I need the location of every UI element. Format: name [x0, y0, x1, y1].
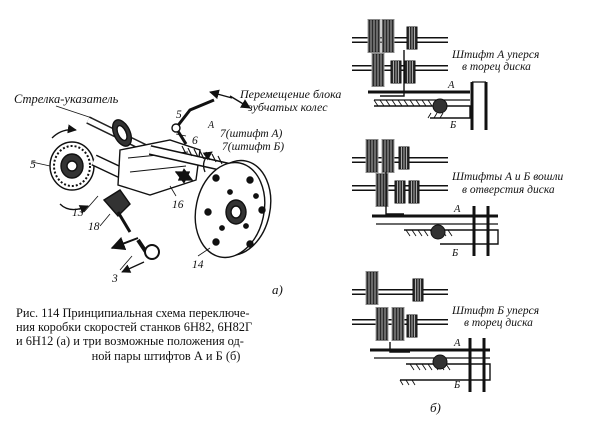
right-panel-2 [352, 139, 499, 256]
panel-2-note-1: Штифты А и Б вошли [451, 171, 563, 183]
panel-2-note-2: в отверстия диска [462, 184, 555, 196]
rack-shaft [148, 145, 232, 173]
num-18: 18 [88, 221, 100, 233]
num-6: 6 [192, 135, 198, 147]
figure-caption: Рис. 114 Принципиальная схема переключе-… [16, 306, 316, 363]
panel-3-note-1: Штифт Б уперся [451, 305, 539, 317]
num-16: 16 [172, 199, 184, 211]
right-panel-1 [352, 19, 488, 130]
panel-1-note-2: в торец диска [462, 61, 531, 73]
pin-b-label: 7(штифт Б) [222, 141, 284, 153]
gearbox-mechanism [31, 89, 272, 273]
panel-1-note-1: Штифт А уперся [451, 49, 539, 61]
pin-disk [194, 159, 272, 259]
num-3: 3 [111, 273, 118, 285]
panel-b-label: б) [430, 400, 441, 415]
num-5-top: 5 [176, 109, 182, 121]
bevel-gear [111, 119, 133, 147]
block-move-label-2: зубчатых колес [247, 100, 328, 114]
num-14: 14 [192, 259, 204, 271]
caption-line-1: Рис. 114 Принципиальная схема переключе- [16, 306, 250, 320]
num-5-left: 5 [30, 159, 36, 171]
panel-1-label-a: А [447, 80, 455, 91]
caption-line-3: и 6Н12 (а) и три возможные положения од- [16, 334, 244, 349]
letter-a-main: А [207, 120, 215, 131]
panel-1-label-b: Б [449, 120, 456, 131]
panel-3-note-2: в торец диска [464, 317, 533, 329]
num-13: 13 [72, 207, 84, 219]
panel-3-label-b: Б [453, 380, 460, 391]
selector-dial [49, 141, 131, 191]
pin-a-label: 7(штифт А) [220, 128, 283, 140]
panel-a-label: а) [272, 282, 283, 297]
pointer-arrow-label: Стрелка-указатель [14, 92, 119, 106]
panel-2-label-b: Б [451, 248, 458, 259]
caption-line-2: ния коробки скоростей станков 6Н82, 6Н82… [16, 320, 253, 335]
right-panel-3 [352, 271, 491, 392]
caption-line-4: ной пары штифтов А и Б (б) [91, 348, 241, 363]
block-move-label-1: Перемещение блока [239, 87, 341, 101]
panel-3-label-a: А [453, 338, 461, 349]
panel-2-label-a: А [453, 204, 461, 215]
